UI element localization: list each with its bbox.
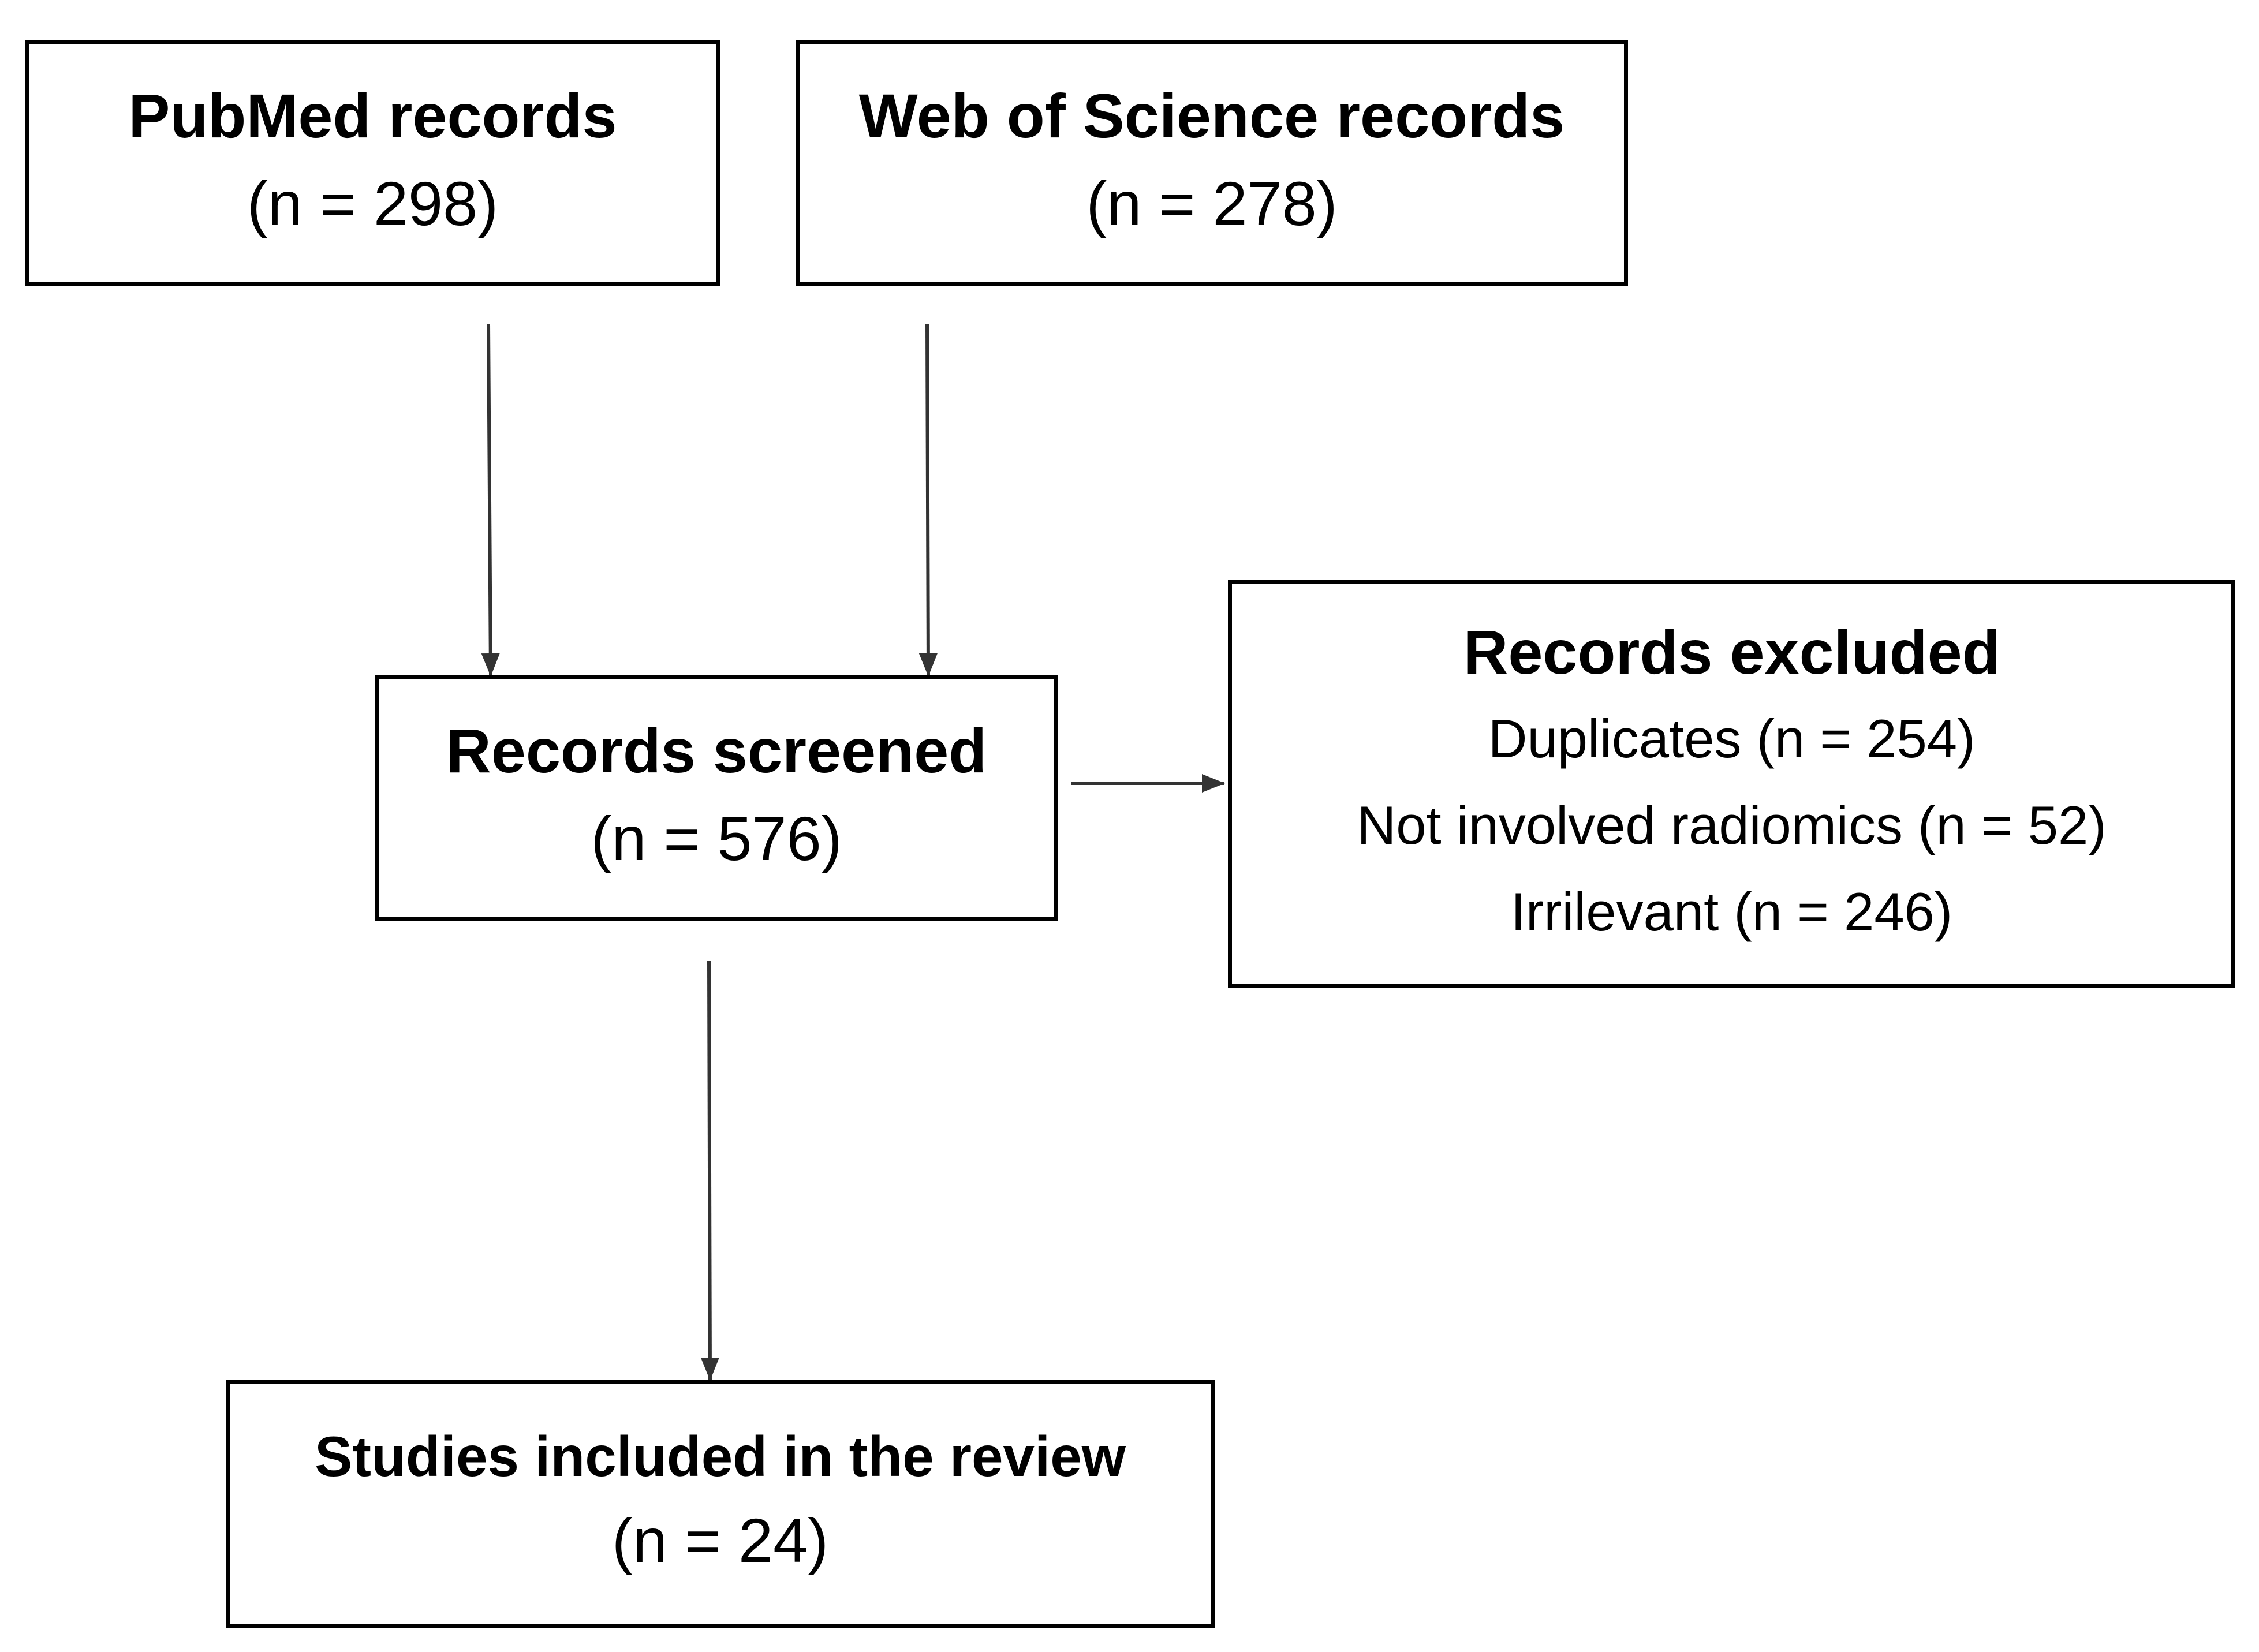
studies-included-count: (n = 24) <box>611 1505 829 1575</box>
excluded-reason-irrelevant: Irrilevant (n = 246) <box>1510 881 1953 943</box>
pubmed-records-box: PubMed records (n = 298) <box>25 40 720 286</box>
pubmed-records-count: (n = 298) <box>247 168 499 238</box>
pubmed-records-title: PubMed records <box>128 81 617 151</box>
studies-included-title: Studies included in the review <box>315 1425 1126 1489</box>
arrow-screened-to-included <box>700 960 719 1381</box>
web-of-science-records-count: (n = 278) <box>1086 168 1338 238</box>
arrow-pubmed-to-screened <box>481 324 500 677</box>
excluded-reason-duplicates: Duplicates (n = 254) <box>1488 708 1976 769</box>
studies-included-box: Studies included in the review (n = 24) <box>226 1380 1215 1628</box>
arrow-wos-to-screened <box>918 324 938 677</box>
web-of-science-records-title: Web of Science records <box>858 81 1565 151</box>
records-excluded-box: Records excluded Duplicates (n = 254) No… <box>1228 580 2235 988</box>
excluded-reason-not-radiomics: Not involved radiomics (n = 52) <box>1357 795 2107 855</box>
records-excluded-title: Records excluded <box>1463 617 2000 687</box>
web-of-science-records-box: Web of Science records (n = 278) <box>796 40 1628 286</box>
records-screened-title: Records screened <box>446 716 987 786</box>
records-screened-box: Records screened (n = 576) <box>375 675 1058 921</box>
records-screened-count: (n = 576) <box>591 803 842 873</box>
